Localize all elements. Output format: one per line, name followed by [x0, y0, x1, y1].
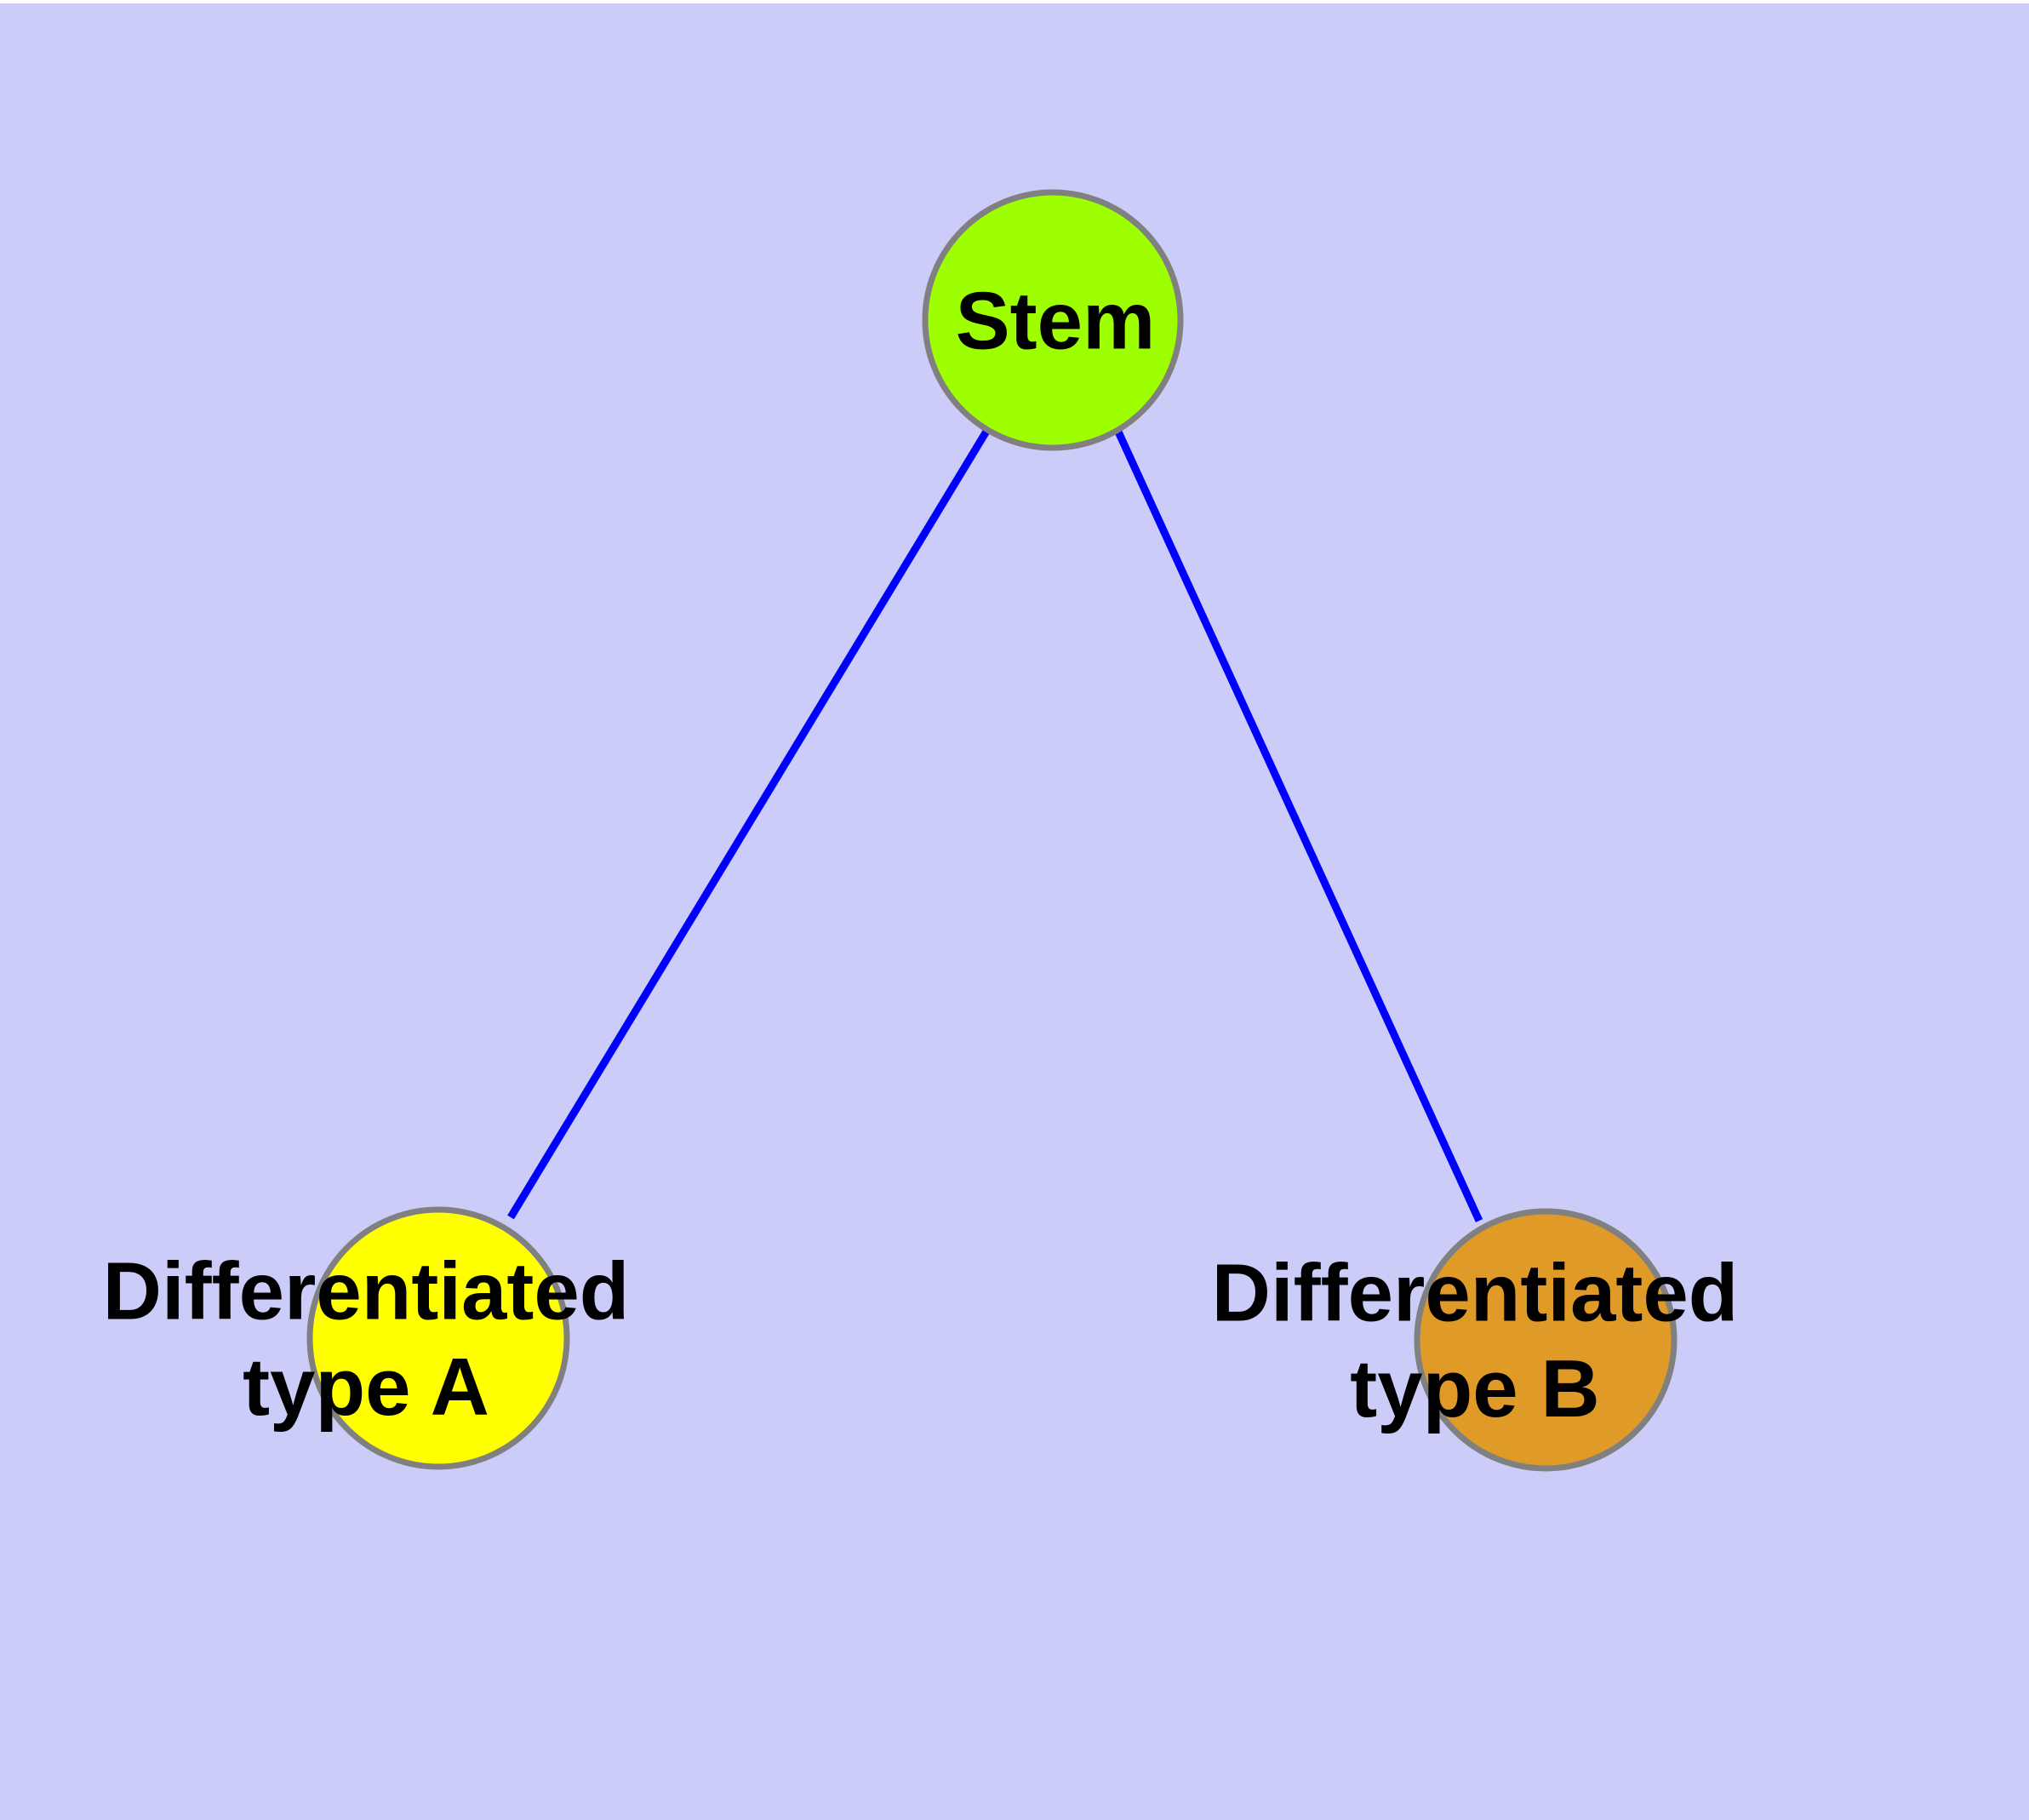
- edge-stem-to-differentiated-type-a[interactable]: [507, 427, 991, 1220]
- node-label-line: Stem: [956, 276, 1156, 367]
- top-white-strip: [0, 0, 2029, 3]
- node-label-line: type B: [1350, 1343, 1599, 1434]
- node-label-line: type A: [243, 1342, 489, 1433]
- node-differentiated-type-a[interactable]: [306, 1206, 570, 1470]
- node-label-stem: Stem: [956, 276, 1156, 367]
- node-label-line: Differentiated: [1212, 1247, 1739, 1338]
- node-stem[interactable]: [922, 189, 1184, 451]
- edge-stem-to-differentiated-type-b[interactable]: [1113, 428, 1483, 1222]
- node-differentiated-type-b[interactable]: [1414, 1208, 1677, 1472]
- edges-group: [507, 427, 1483, 1222]
- nodes-group: [306, 189, 1677, 1472]
- node-label-line: Differentiated: [103, 1245, 630, 1336]
